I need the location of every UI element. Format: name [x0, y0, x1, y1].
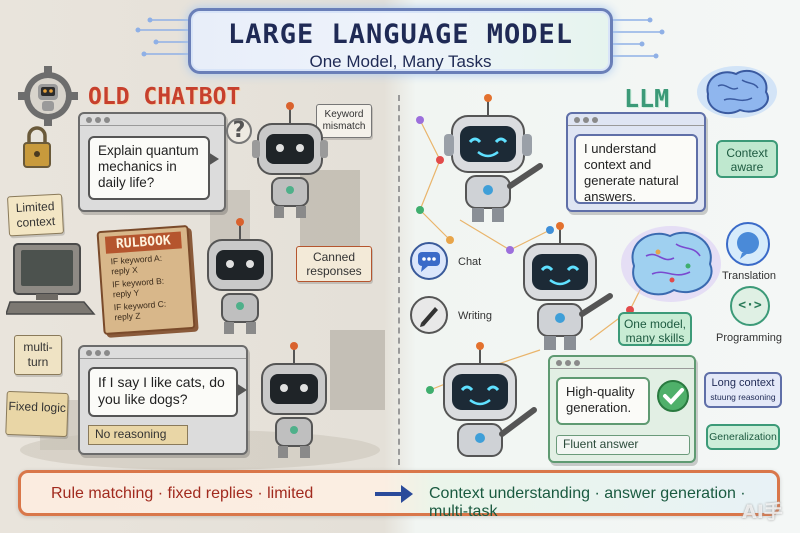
old-chat-window-2: If I say I like cats, do you like dogs? … — [78, 345, 248, 455]
checkmark-icon — [657, 380, 689, 412]
rule-3: IF keyword C: reply Z — [113, 298, 167, 323]
comparison-banner: Rule matching · fixed replies · limited … — [18, 470, 780, 520]
sad-robot-top — [252, 102, 328, 218]
generalization-chip: Generalization — [706, 424, 780, 450]
one-model-chip: One model, many skills — [618, 312, 692, 346]
canned-responses-tag: Canned responses — [296, 246, 372, 282]
padlock-icon — [23, 126, 51, 168]
old-chatbot-header: OLD CHATBOT — [88, 84, 241, 110]
writing-skill-label: Writing — [458, 310, 493, 322]
keyword-mismatch-note: Keyword mismatch — [316, 104, 372, 138]
programming-skill-label: Programming — [716, 332, 783, 344]
happy-robot-bottom — [443, 342, 537, 457]
fixed-logic-tag: Fixed logic — [5, 390, 69, 438]
llm-header: LLM — [624, 84, 670, 113]
llm-answer-bubble-1: I understand context and generate natura… — [574, 134, 698, 204]
code-glyph: <·> — [738, 298, 762, 313]
neural-brain-icon — [621, 226, 721, 302]
multi-turn-tag: multi-turn — [14, 335, 62, 375]
llm-chat-window-2: High-quality generation. Fluent answer — [548, 355, 696, 463]
sad-robot-middle — [207, 218, 273, 334]
long-context-chip: Long context stuung reasoning — [704, 372, 782, 408]
llm-chat-window-1: I understand context and generate natura… — [566, 112, 706, 212]
pen-icon — [410, 296, 448, 334]
rulebook-title: RULBOOK — [104, 231, 182, 254]
rule-2: IF keyword B: reply Y — [111, 275, 165, 300]
old-computer-icon — [6, 243, 96, 315]
arrow-right-icon — [375, 485, 413, 503]
no-reasoning-label: No reasoning — [88, 425, 188, 445]
title-circuit-decoration — [135, 17, 665, 59]
question-mark: ? — [226, 118, 252, 144]
glowing-brain-icon — [697, 66, 777, 118]
section-divider — [398, 95, 400, 465]
happy-robot-top — [444, 94, 543, 222]
title-banner: LARGE LANGUAGE MODEL One Model, Many Tas… — [188, 8, 613, 74]
context-aware-chip: Context aware — [716, 140, 778, 178]
rulebook: RULBOOK IF keyword A: reply X IF keyword… — [96, 224, 196, 336]
strong-reasoning-label: stuung reasoning — [710, 392, 776, 402]
rule-1: IF keyword A: reply X — [110, 252, 163, 277]
code-icon: <·> — [730, 286, 770, 326]
happy-robot-middle — [523, 222, 613, 350]
page-title: LARGE LANGUAGE MODEL — [227, 19, 574, 50]
banner-old-summary: Rule matching · fixed replies · limited — [51, 485, 314, 502]
old-chat-window-1: Explain quantum mechanics in daily life? — [78, 112, 226, 212]
chat-skill-label: Chat — [458, 256, 482, 268]
globe-chat-icon — [726, 222, 770, 266]
gear-robot-icon — [18, 66, 78, 126]
long-context-label: Long context — [711, 377, 775, 389]
banner-llm-summary: Context understanding · answer generatio… — [429, 485, 746, 520]
sad-robot-bottom — [261, 342, 327, 458]
fluent-answer-label: Fluent answer — [556, 435, 690, 455]
page-subtitle: One Model, Many Tasks — [309, 52, 492, 71]
watermark: AI手 — [742, 501, 783, 523]
llm-answer-bubble-2: High-quality generation. — [556, 377, 650, 425]
chat-bubble-icon — [410, 242, 448, 280]
old-question-bubble-2: If I say I like cats, do you like dogs? — [88, 367, 247, 417]
limited-context-tag: Limited context — [6, 193, 65, 237]
translation-skill-label: Translation — [722, 270, 777, 282]
old-question-bubble-1: Explain quantum mechanics in daily life? — [88, 136, 219, 200]
